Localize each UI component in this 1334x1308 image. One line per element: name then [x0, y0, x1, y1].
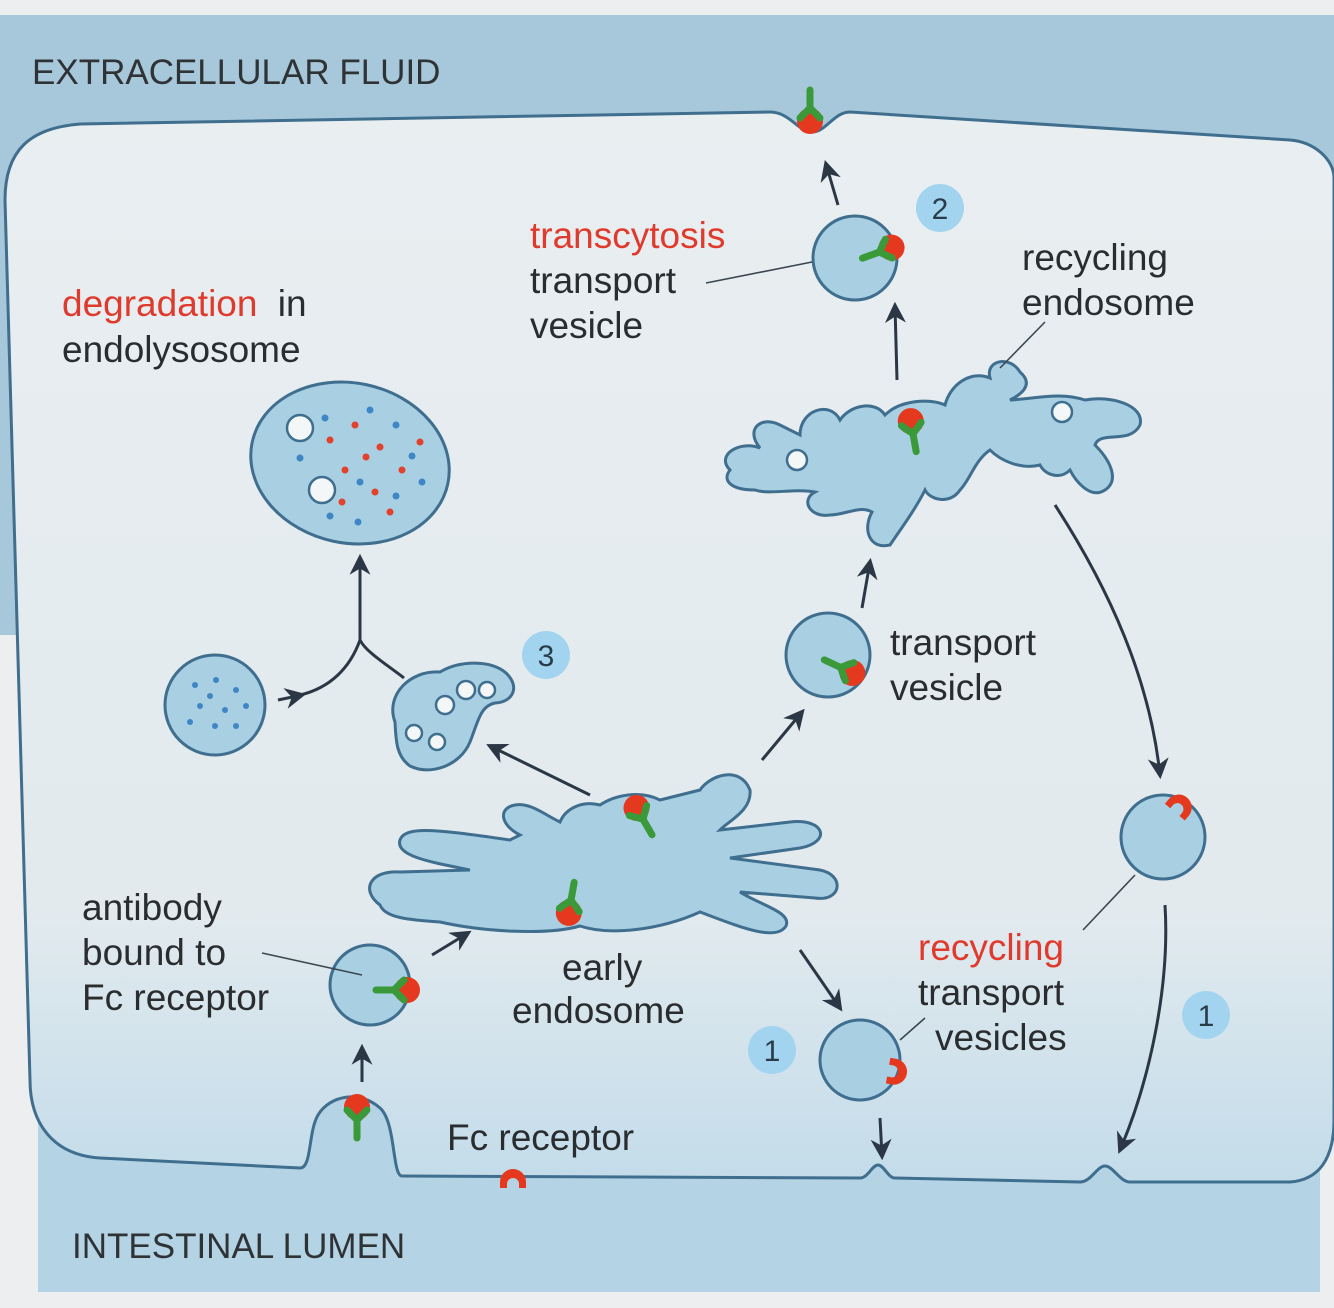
- degraded-particles: [296, 406, 426, 526]
- fc-receptor-label: Fc receptor: [447, 1117, 634, 1158]
- leader-recycling-vesicle-bottom: [899, 1017, 926, 1041]
- recycling-endosome-label: recycling: [1022, 237, 1168, 278]
- blue-particle: [222, 707, 228, 713]
- internal-vesicle: [404, 723, 424, 743]
- extracellular-fluid-label: EXTRACELLULAR FLUID: [32, 53, 440, 92]
- transcytosis-label: transcytosis: [530, 215, 725, 256]
- internal-vesicle: [427, 732, 447, 752]
- blue-particle: [213, 677, 219, 683]
- step-number: 1: [764, 1035, 781, 1068]
- blue-particle: [197, 703, 203, 709]
- leader-recycling-vesicle-right: [1082, 874, 1136, 931]
- internal-vesicle: [434, 694, 456, 716]
- fusion-path-right: [358, 639, 405, 680]
- blue-particle: [296, 454, 304, 462]
- recycling-vesicles-label-line3: vesicles: [935, 1017, 1067, 1058]
- recycling-endosome: [723, 360, 1142, 548]
- recycling-vesicles-label-line2: transport: [918, 972, 1065, 1013]
- endolysosome: [249, 380, 451, 546]
- arrow-recycling-fusion: [870, 1117, 892, 1161]
- recycling-vesicle-bottom: [818, 1018, 902, 1102]
- internal-vesicle: [785, 448, 809, 472]
- internal-vesicle: [455, 679, 477, 701]
- transcytosis-label-line3: vesicle: [530, 305, 643, 346]
- internal-vesicle: [477, 680, 497, 700]
- red-particle: [338, 498, 346, 506]
- blue-particle: [356, 478, 364, 486]
- red-particle: [386, 508, 394, 516]
- step-badge-2: 2: [916, 184, 964, 232]
- early-endosome-label-line2: endosome: [512, 990, 685, 1031]
- blue-particle: [233, 687, 239, 693]
- recycling-vesicles-label: recycling: [918, 927, 1064, 968]
- degradation-highlight: degradation: [62, 283, 257, 324]
- fusion-path-left: [299, 639, 362, 697]
- step-number: 2: [932, 193, 949, 226]
- blue-particle: [408, 452, 416, 460]
- arrow-exocytosis: [820, 159, 841, 206]
- step-badge-1-left: 1: [748, 1026, 796, 1074]
- blue-particle: [192, 682, 198, 688]
- blue-particle: [326, 512, 334, 520]
- early-endosome: [368, 773, 839, 935]
- blue-particle: [243, 703, 249, 709]
- blue-particle: [212, 723, 218, 729]
- arrow-to-early-endosome: [431, 930, 472, 957]
- arrow-recycling-to-lumen: [1116, 904, 1168, 1154]
- red-particle: [362, 453, 370, 461]
- red-particle: [351, 421, 359, 429]
- leader-recycling-endosome: [999, 321, 1046, 369]
- late-endosome: [391, 661, 516, 772]
- step-number: 3: [538, 640, 555, 673]
- lysosome-vesicle: [163, 653, 267, 757]
- blue-particle: [233, 723, 239, 729]
- arrow-to-transport-vesicle: [760, 708, 805, 761]
- recycling-endosome-label-line2: endosome: [1022, 282, 1195, 323]
- fusion-arrow: [277, 688, 307, 709]
- arrow-to-recycling-vesicle: [798, 949, 843, 1012]
- red-particle: [416, 438, 424, 446]
- internal-vesicle: [307, 475, 337, 505]
- arrow-to-transcytosis-vesicle: [884, 301, 906, 381]
- red-particle: [326, 436, 334, 444]
- antibody-label-line2: bound to: [82, 932, 226, 973]
- degradation-label: degradation in: [62, 283, 307, 324]
- internal-vesicle: [1050, 400, 1074, 424]
- blue-particle: [207, 693, 213, 699]
- blue-particle: [418, 478, 426, 486]
- antibody-label: antibody: [82, 887, 222, 928]
- transcytosis-label-line2: transport: [530, 260, 677, 301]
- step-badge-3: 3: [522, 631, 570, 679]
- degradation-rest: in: [278, 283, 307, 324]
- transport-vesicle-label: transport: [890, 622, 1037, 663]
- endolysosome-label: endolysosome: [62, 329, 301, 370]
- step-number: 1: [1198, 1000, 1215, 1033]
- arrow-recycling-out: [1053, 504, 1169, 780]
- blue-particle: [321, 414, 329, 422]
- blue-particle: [366, 406, 374, 414]
- arrow-to-recycling-endosome: [856, 557, 878, 609]
- red-particle: [341, 466, 349, 474]
- transport-vesicle-label-line2: vesicle: [890, 667, 1003, 708]
- blue-particle: [187, 719, 193, 725]
- blue-particle: [392, 492, 400, 500]
- internal-vesicle: [285, 413, 315, 443]
- recycling-vesicle-right: [1119, 793, 1207, 881]
- red-particle: [371, 488, 379, 496]
- leader-antibody: [261, 952, 363, 976]
- red-particle: [376, 443, 384, 451]
- blue-particle: [354, 518, 362, 526]
- arrow-to-late-endosome: [486, 743, 591, 797]
- early-endosome-label: early: [562, 947, 643, 988]
- intestinal-lumen-label: INTESTINAL LUMEN: [72, 1227, 405, 1266]
- step-badge-1-right: 1: [1182, 991, 1230, 1039]
- leader-transcytosis: [705, 261, 813, 284]
- red-particle: [398, 466, 406, 474]
- antibody-label-line3: Fc receptor: [82, 977, 269, 1018]
- blue-particle: [392, 421, 400, 429]
